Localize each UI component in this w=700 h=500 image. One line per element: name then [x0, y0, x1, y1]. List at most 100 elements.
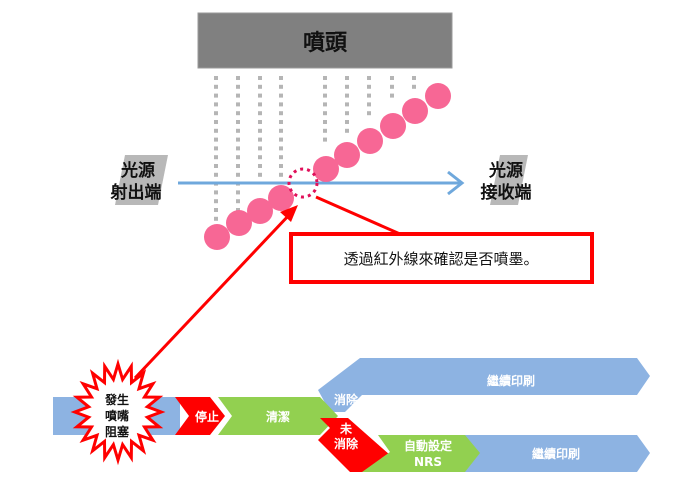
ink-drop: [323, 93, 327, 98]
flow-cleared-branch: [318, 358, 650, 412]
starburst-line1: 發生: [104, 392, 129, 407]
ink-drop: [345, 76, 349, 80]
ink-drop: [214, 216, 218, 221]
ink-drop: [323, 137, 327, 142]
ink-drop: [236, 146, 240, 151]
ink-drop: [279, 102, 283, 107]
ink-drop: [236, 199, 240, 204]
ink-drop: [236, 164, 240, 168]
receiver-line2: 接收端: [481, 182, 532, 203]
ink-drop: [323, 102, 327, 107]
ink-drop: [236, 172, 240, 177]
ink-drop: [236, 102, 240, 107]
flow-stop: [175, 397, 225, 435]
ink-drop: [345, 102, 349, 107]
ink-dot: [268, 185, 294, 211]
ink-drop: [279, 164, 283, 168]
callout-leader: [315, 195, 401, 236]
ink-dot: [313, 156, 339, 182]
ink-dot: [357, 128, 383, 154]
ink-drop: [236, 84, 240, 89]
ink-drop: [367, 93, 371, 98]
ink-drop: [258, 76, 262, 80]
ink-drop: [323, 111, 327, 116]
ink-drop: [258, 93, 262, 98]
ink-drop: [367, 84, 371, 89]
ink-drop: [323, 76, 327, 80]
ink-drop: [279, 128, 283, 133]
clog-starburst: 發生 噴嘴 阻塞: [70, 358, 166, 466]
ink-dot: [247, 198, 273, 224]
receiver-line1: 光源: [488, 160, 523, 181]
ink-drop: [214, 84, 218, 89]
ink-drop: [236, 155, 240, 160]
ink-dot: [380, 113, 406, 139]
emitter-line1: 光源: [120, 160, 155, 181]
ink-drop: [323, 84, 327, 89]
ink-drop: [214, 208, 218, 212]
flow-not-cleared-label-1: 未: [339, 421, 352, 436]
ink-drop: [367, 76, 371, 80]
ink-drop: [214, 93, 218, 98]
ink-drop: [345, 111, 349, 116]
ink-drop: [412, 76, 416, 80]
ink-drop: [236, 120, 240, 124]
ink-drop: [279, 76, 283, 80]
ink-drop: [236, 128, 240, 133]
ink-drop: [367, 102, 371, 107]
ink-drop: [236, 76, 240, 80]
ink-drop: [236, 190, 240, 195]
ink-drop: [279, 172, 283, 177]
ink-drop: [258, 102, 262, 107]
ink-drop: [258, 111, 262, 116]
flow-clean-label: 清潔: [266, 409, 290, 424]
ink-drop: [258, 137, 262, 142]
flow-cleared-label: 消除: [334, 392, 359, 407]
ink-drop: [279, 93, 283, 98]
ink-dot: [402, 98, 428, 124]
ink-drop: [279, 137, 283, 142]
missing-dot-marker: [287, 167, 319, 199]
starburst-line2: 噴嘴: [105, 408, 129, 423]
flow-not-cleared: [318, 418, 390, 472]
flow-nrs-label-1: 自動設定: [404, 438, 452, 453]
ink-drop: [258, 164, 262, 168]
ink-dot: [425, 83, 451, 109]
ink-dots: [204, 83, 451, 250]
ink-drop: [258, 84, 262, 89]
ink-drop: [236, 93, 240, 98]
ink-drop: [323, 128, 327, 133]
ink-drop: [258, 128, 262, 133]
ink-drop: [258, 120, 262, 124]
ink-drop: [345, 84, 349, 89]
ink-drop: [236, 208, 240, 212]
emitter-line2: 射出端: [110, 182, 162, 203]
ink-drop: [279, 120, 283, 124]
flow-nrs: [362, 435, 480, 472]
ink-drop: [279, 146, 283, 151]
flow-not-cleared-label-2: 消除: [334, 436, 359, 451]
ink-drop: [214, 164, 218, 168]
red-arrow: [133, 205, 298, 380]
infrared-beam: [178, 170, 465, 196]
ink-drop: [279, 111, 283, 116]
flow-continue-upper-label: 繼續印刷: [487, 373, 535, 388]
receiver-label: 光源 接收端: [481, 155, 532, 205]
ink-drop: [345, 128, 349, 133]
ink-dot: [204, 224, 230, 250]
nozzle-head-label: 噴頭: [303, 30, 348, 56]
ink-drop: [390, 84, 394, 89]
flow-clean: [218, 397, 338, 435]
ink-dot: [334, 142, 360, 168]
ink-drop: [214, 172, 218, 177]
ink-drop: [214, 199, 218, 204]
ink-drop: [214, 146, 218, 151]
ink-drop: [214, 137, 218, 142]
ink-drop: [214, 102, 218, 107]
ink-drop: [390, 76, 394, 80]
ink-drop: [345, 93, 349, 98]
ink-drop: [258, 146, 262, 151]
flow-stop-label: 停止: [195, 409, 219, 424]
ink-drop: [412, 84, 416, 89]
